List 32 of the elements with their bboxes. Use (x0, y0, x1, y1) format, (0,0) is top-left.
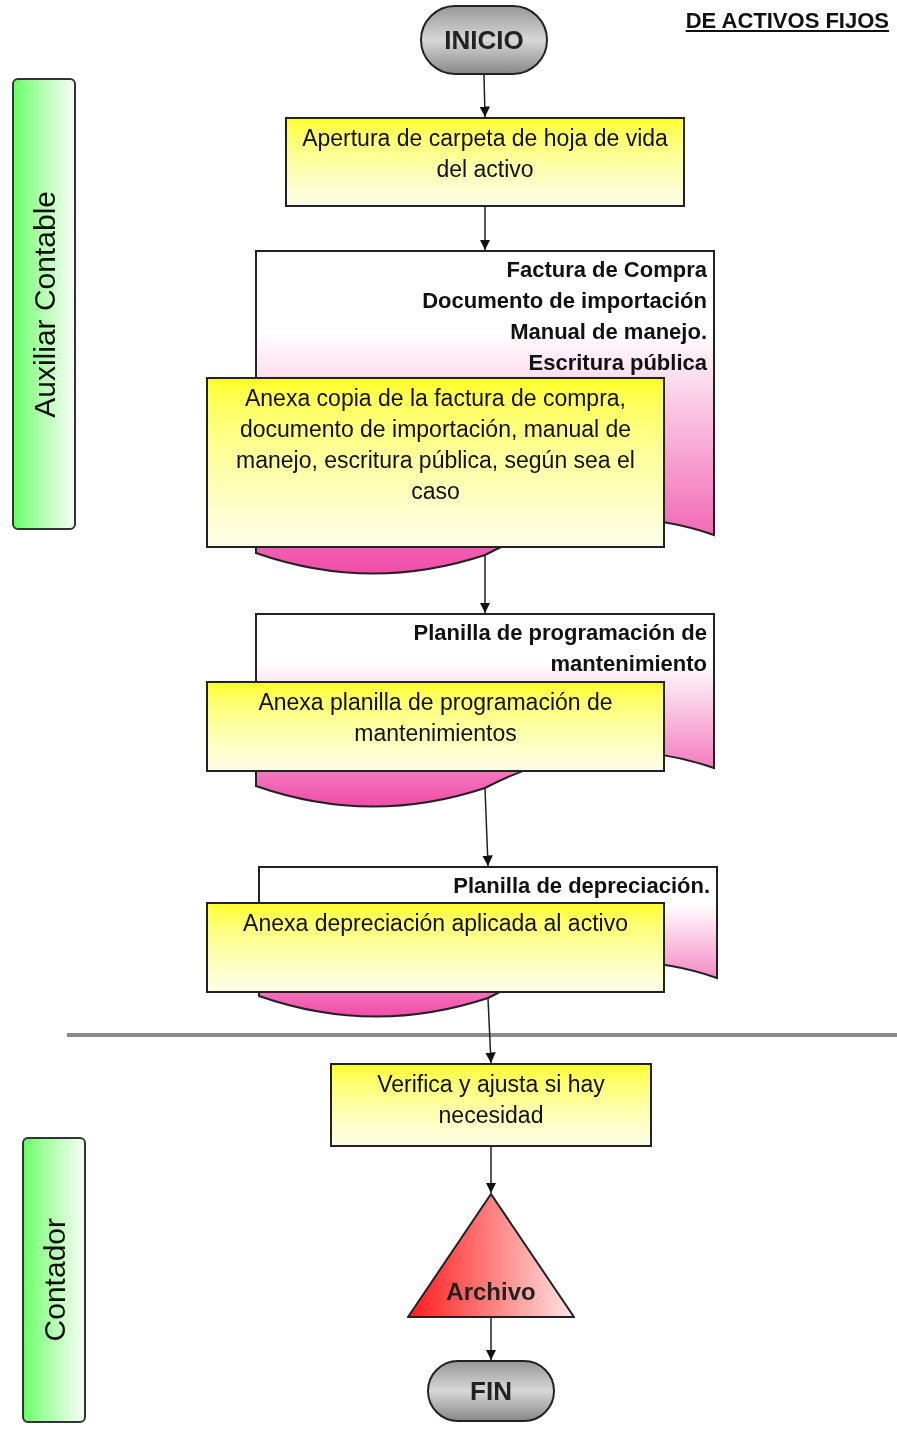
process-box (285, 117, 685, 207)
arrow (485, 1317, 497, 1361)
document-title: Planilla de depreciación. (453, 872, 710, 900)
process-text: Anexa copia de la factura de compra, documento de importación, manual de manejo, escritura pública, según sea el caso (235, 384, 636, 506)
lane-label-bar (22, 1137, 86, 1423)
lane-label: Contador (36, 1218, 72, 1342)
arrow (479, 74, 490, 118)
arrow (479, 554, 491, 614)
process-box (206, 902, 665, 993)
archive-label: Archivo (446, 1277, 536, 1307)
lane-label-bar (12, 78, 76, 530)
process-box (330, 1063, 652, 1147)
process-box (206, 377, 665, 548)
document-title: Escritura pública (528, 349, 707, 377)
diagram-title: DE ACTIVOS FIJOS (685, 7, 889, 35)
arrow (485, 997, 496, 1064)
process-text: Anexa planilla de programación de mantenimientos (257, 688, 614, 748)
arrow (482, 787, 493, 867)
process-box (206, 681, 665, 772)
document-title: Factura de Compra (506, 256, 707, 284)
process-text: Apertura de carpeta de hoja de vida del activo (301, 124, 669, 184)
process-text: Anexa depreciación aplicada al activo (243, 909, 628, 938)
arrow (485, 1146, 497, 1194)
archive-triangle (407, 1193, 575, 1318)
lane-label: Auxiliar Contable (26, 190, 62, 418)
terminal-label: INICIO (444, 23, 524, 57)
document-title: Documento de importación (422, 287, 707, 315)
document-title: Manual de manejo. (510, 318, 707, 346)
document-title: Planilla de programación de mantenimiento (412, 619, 707, 678)
terminal-label: FIN (470, 1374, 512, 1408)
arrow (479, 206, 491, 251)
process-text: Verifica y ajusta si hay necesidad (376, 1070, 606, 1130)
